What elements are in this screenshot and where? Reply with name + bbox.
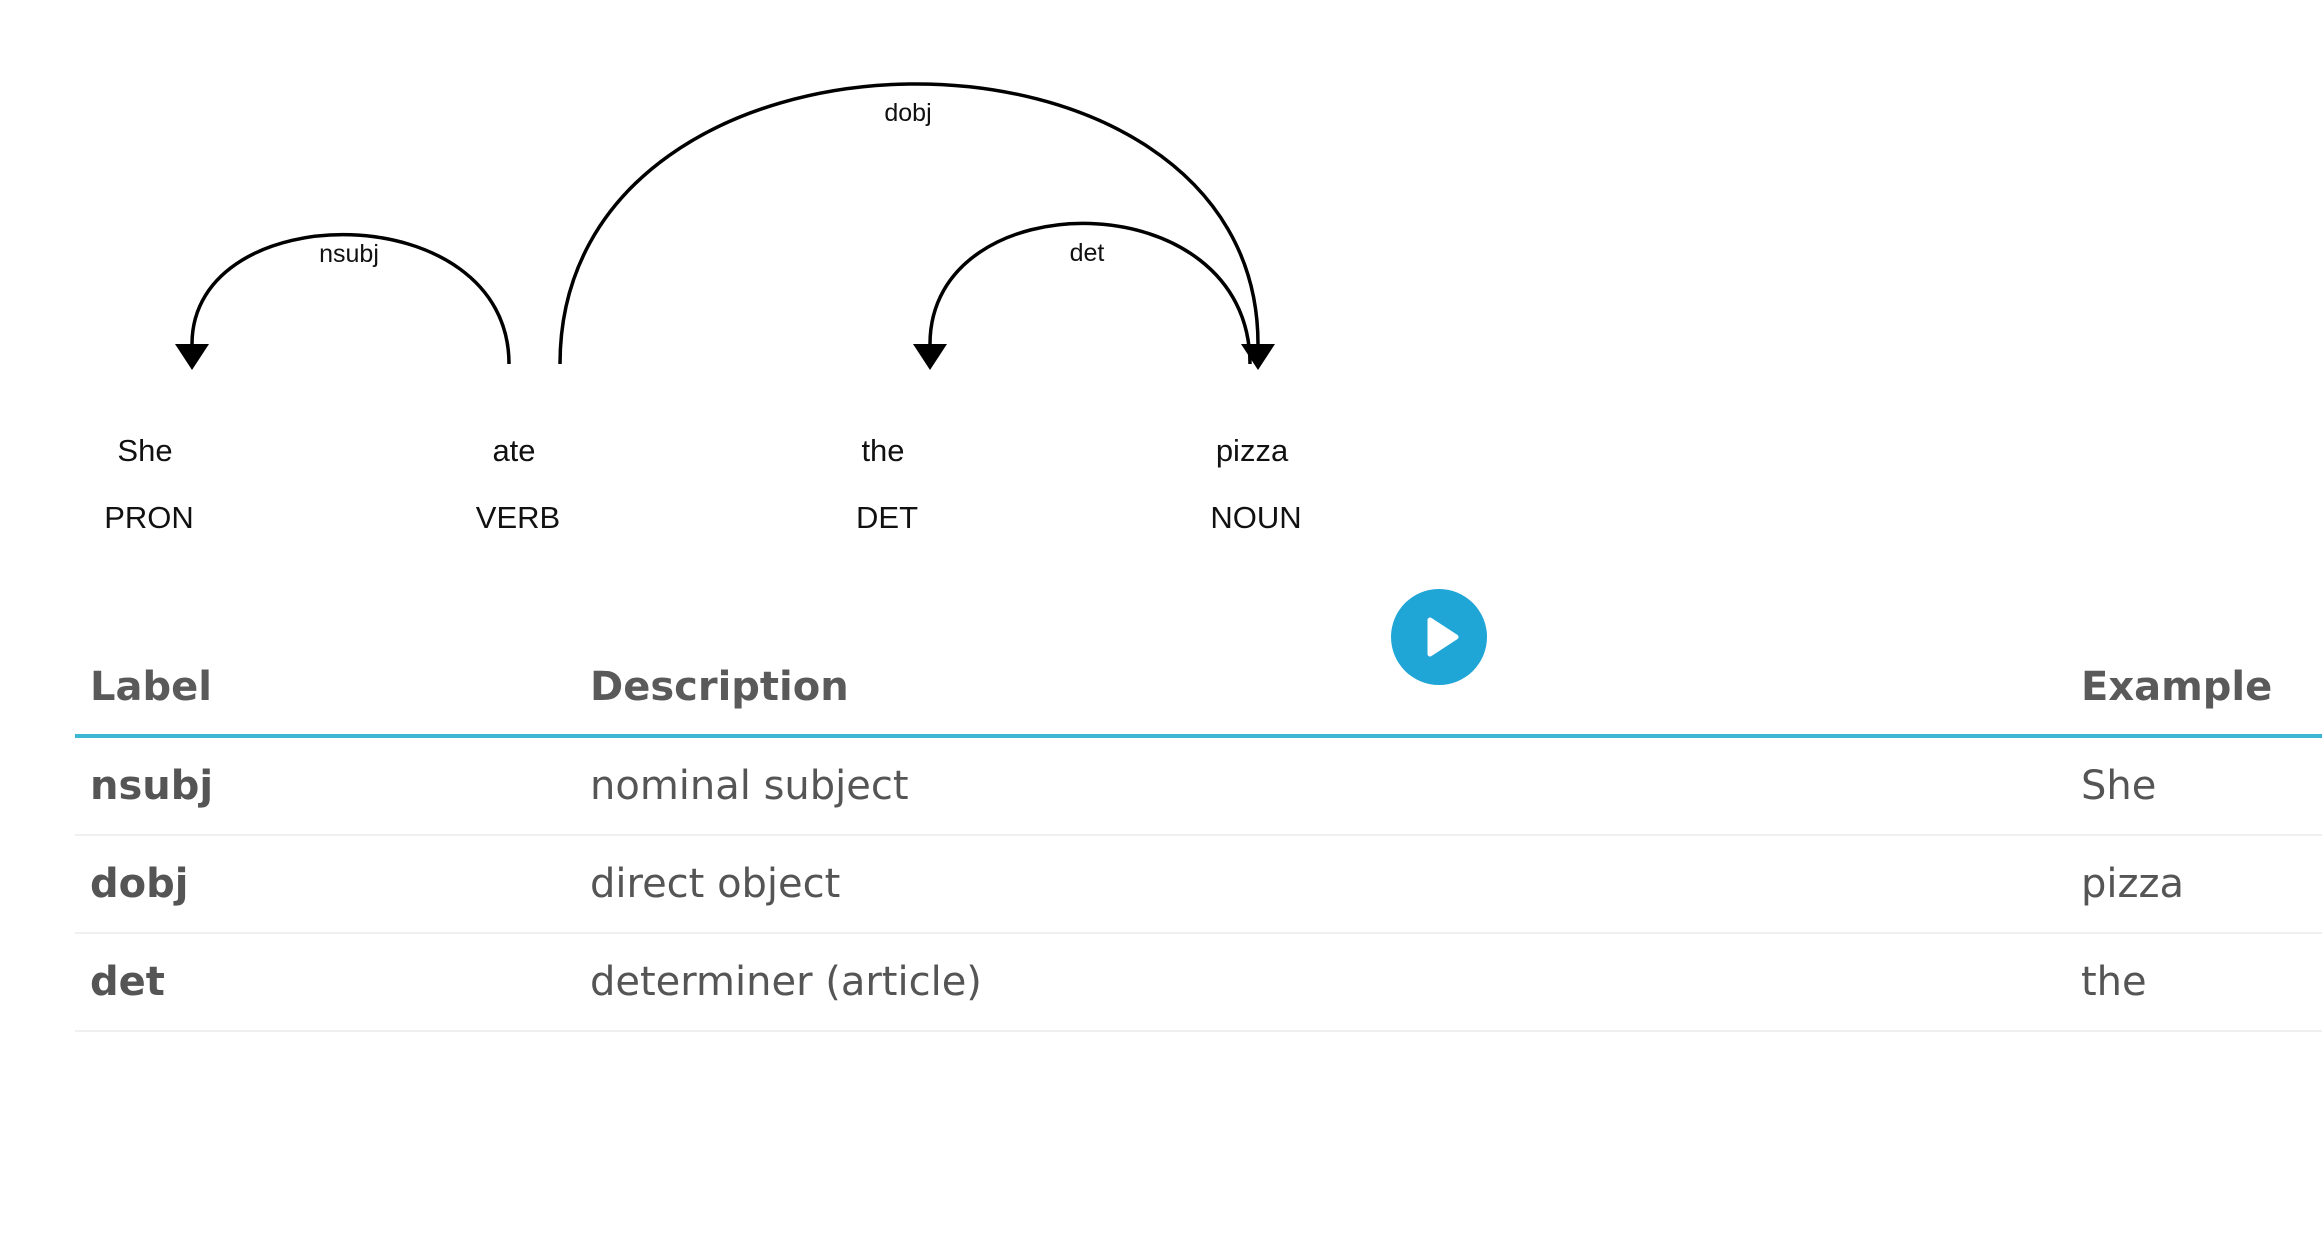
arc-label-dobj: dobj — [884, 99, 931, 127]
table-header-row: Label Description Example — [75, 640, 2322, 738]
tag-pron: PRON — [104, 500, 194, 535]
row-description: direct object — [590, 861, 841, 907]
arc-det — [928, 221, 1252, 365]
word-she: She — [117, 433, 172, 468]
word-ate: ate — [492, 433, 535, 468]
arc-dobj-arrowhead — [1241, 344, 1275, 370]
word-pizza: pizza — [1216, 433, 1289, 468]
row-example: She — [2081, 763, 2157, 809]
arc-det-arrowhead — [913, 344, 947, 370]
row-description: determiner (article) — [590, 959, 982, 1005]
dependency-parse-diagram: nsubj dobj det She ate the pizza PRON VE… — [104, 82, 1302, 535]
arc-label-nsubj: nsubj — [319, 240, 379, 268]
row-example: pizza — [2081, 861, 2185, 907]
table-row: det determiner (article) the — [75, 934, 2322, 1032]
row-label: dobj — [90, 861, 189, 907]
play-icon — [1427, 617, 1459, 657]
word-the: the — [861, 433, 904, 468]
column-header-example: Example — [2081, 664, 2273, 710]
row-description: nominal subject — [590, 763, 909, 809]
row-example: the — [2081, 959, 2147, 1005]
tag-det: DET — [856, 500, 918, 535]
table-row: dobj direct object pizza — [75, 836, 2322, 934]
column-header-description: Description — [590, 664, 849, 710]
arc-nsubj — [190, 233, 511, 365]
dependency-labels-table: Label Description Example nsubj nominal … — [75, 640, 2322, 1032]
tag-noun: NOUN — [1210, 500, 1301, 535]
arc-label-det: det — [1070, 239, 1105, 267]
row-label: det — [90, 959, 165, 1005]
tag-verb: VERB — [476, 500, 560, 535]
table-row: nsubj nominal subject She — [75, 738, 2322, 836]
play-button[interactable] — [1391, 589, 1487, 685]
arc-dobj — [558, 82, 1260, 365]
column-header-label: Label — [90, 664, 212, 710]
row-label: nsubj — [90, 763, 214, 809]
arc-nsubj-arrowhead — [175, 344, 209, 370]
